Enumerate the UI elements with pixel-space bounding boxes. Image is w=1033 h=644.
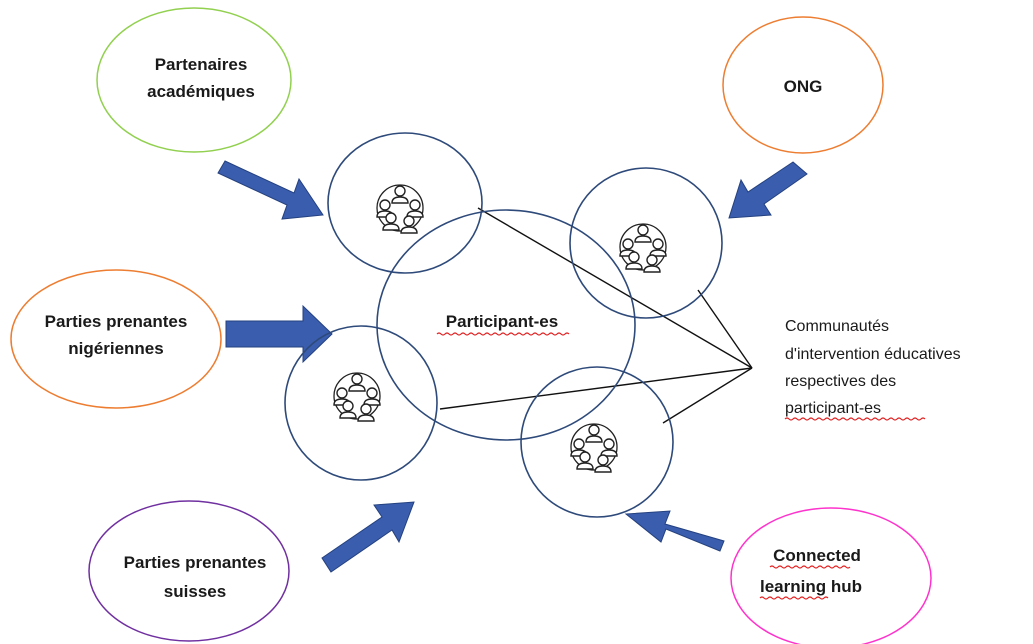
communities-label-line2: d'intervention éducatives	[785, 346, 961, 363]
swiss-label-line1: Parties prenantes	[124, 553, 267, 572]
connector-line-4	[662, 367, 753, 424]
academic-partners-oval	[96, 7, 292, 153]
academic-label-line1: Partenaires	[155, 55, 248, 74]
participants-circle	[376, 209, 636, 441]
spellcheck-underline	[436, 332, 570, 336]
arrow-academic	[217, 160, 324, 220]
hub-label-learning: learning	[760, 577, 826, 596]
ngo-label: ONG	[784, 77, 823, 96]
people-group-icon	[619, 223, 667, 273]
communities-label-line1: Communautés	[785, 318, 889, 335]
hub-label-hub: hub	[826, 577, 862, 596]
connector-line-1	[477, 207, 753, 369]
participants-label: Participant-es	[446, 312, 558, 331]
arrow-swiss	[321, 501, 415, 573]
people-group-icon	[570, 423, 618, 473]
hub-label-line1: Connected	[773, 546, 861, 565]
nigerian-label-line2: nigériennes	[68, 339, 163, 358]
spellcheck-underline	[759, 596, 829, 600]
arrow-ngo	[728, 161, 808, 219]
arrow-hub	[624, 510, 725, 552]
nigerian-stakeholders-oval	[10, 269, 222, 409]
hub-label-line2: learning hub	[760, 577, 862, 596]
community-circle-top-right	[569, 167, 723, 319]
connected-learning-hub-oval	[730, 507, 932, 644]
community-circle-bottom-right	[520, 366, 674, 518]
spellcheck-underline	[769, 565, 851, 569]
connector-line-2	[697, 289, 753, 369]
communities-label-line3: respectives des	[785, 373, 896, 390]
arrow-nigerian	[225, 304, 333, 364]
connector-line-3	[439, 367, 753, 410]
communities-label-line4: participant-es	[785, 400, 881, 417]
academic-label-line2: académiques	[147, 82, 255, 101]
swiss-stakeholders-oval	[88, 500, 290, 642]
people-group-icon	[333, 372, 381, 422]
people-group-icon	[376, 184, 424, 234]
spellcheck-underline	[784, 417, 926, 421]
community-circle-top-left	[327, 132, 483, 274]
community-circle-bottom-left	[284, 325, 438, 481]
swiss-label-line2: suisses	[164, 582, 226, 601]
ngo-oval	[722, 16, 884, 154]
nigerian-label-line1: Parties prenantes	[45, 312, 188, 331]
